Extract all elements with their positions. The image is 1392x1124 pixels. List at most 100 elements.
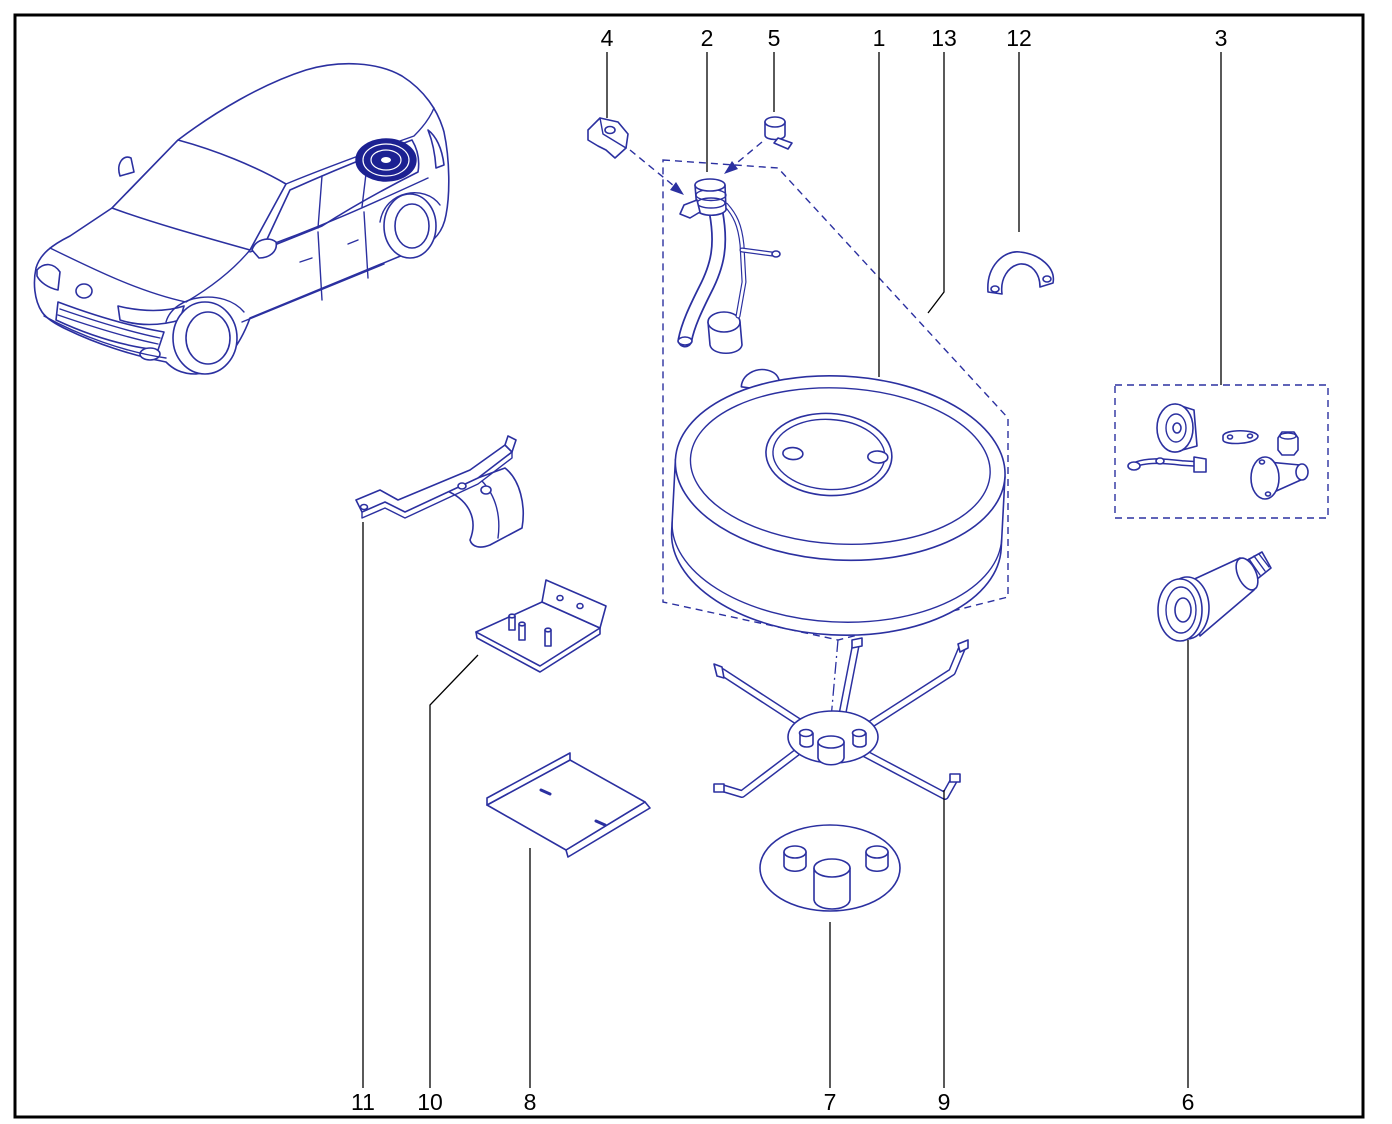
tank-seam [671, 520, 1003, 623]
spider-arm-foot [713, 783, 725, 793]
callout-label-top: 13 [931, 25, 957, 51]
spider-arm-inner [719, 747, 803, 797]
part-8-support-tray [486, 752, 651, 858]
car-roof-rail [285, 107, 435, 185]
part-10-mounting-plate [475, 579, 607, 673]
callout-label-bottom: 8 [524, 1089, 537, 1115]
spider-arm-foot [713, 663, 725, 679]
fitting-face-center [1174, 597, 1192, 623]
car-mirror-near [251, 238, 278, 259]
outlet-fitting-end [1295, 463, 1309, 481]
spider-hub-post-top [798, 728, 814, 738]
assembly-arrow-line-5 [731, 141, 763, 168]
car-b-pillar [317, 175, 323, 229]
sender-rod-loop [1155, 457, 1165, 465]
part-3-multivalve-kit [1114, 384, 1329, 519]
callout-label-bottom: 6 [1182, 1089, 1195, 1115]
outlet-flange-hole [1258, 459, 1266, 465]
car-rear-wheel-rim [394, 203, 430, 249]
car-door-line-rear [363, 211, 369, 279]
spider-arm-inner [839, 641, 859, 719]
clip-tab [773, 137, 793, 150]
callout-labels: 4 2 5 1 13 12 3 11 10 8 7 9 6 [351, 25, 1227, 1115]
tank-hub-port-left [782, 446, 804, 461]
plate-stud-top [544, 627, 552, 633]
part-1-toroidal-tank [670, 368, 1006, 637]
vent-branch-inner [740, 248, 774, 256]
disc-post-left-top [783, 845, 807, 859]
gasket-hole [1246, 433, 1254, 439]
tank-highlight-ring [362, 143, 410, 177]
callout-label-bottom: 10 [417, 1089, 443, 1115]
vehicle-overview-illustration [33, 63, 450, 375]
disc-boss [813, 867, 851, 910]
callout-label-bottom: 7 [824, 1089, 837, 1115]
tank-assembly-dashed-outline [662, 159, 1009, 641]
plate-flange [541, 579, 607, 629]
bracket-hole [457, 482, 467, 490]
fitting-thread [1248, 553, 1270, 576]
car-door-handle-front [299, 257, 313, 263]
u-bracket-body [987, 251, 1055, 295]
u-bracket-hole [1042, 275, 1052, 283]
multivalve-kit-dashed-box [1114, 384, 1329, 519]
car-grille-slat [59, 308, 161, 339]
car-bumper-line [43, 315, 167, 359]
bracket-hole [359, 503, 369, 511]
tank-top-rim [689, 387, 991, 546]
car-hood-edge [49, 247, 251, 303]
u-bracket-hole [990, 285, 1000, 293]
part-11-mounting-bracket [355, 435, 524, 548]
callout-label-bottom: 9 [938, 1089, 951, 1115]
part-2-filler-pipe [677, 178, 781, 355]
disc-boss-top [813, 858, 851, 878]
fitting-body-end [1235, 557, 1259, 591]
spider-hub-boss-top [817, 735, 845, 749]
callout-label-top: 12 [1006, 25, 1032, 51]
plate-stud-top [508, 613, 516, 619]
car-mirror-far [118, 156, 135, 177]
plate-flange-hole [576, 602, 584, 610]
vent-tube-inner [724, 203, 746, 318]
valve-face-ring [1165, 413, 1187, 443]
part-12-u-bracket [987, 251, 1055, 295]
spider-arm-inner [865, 645, 965, 729]
outlet-flange-hole [1264, 491, 1272, 497]
part-7-base-disc [759, 824, 901, 912]
sender-rod-loop [1127, 461, 1141, 471]
car-front-wheel-arch [165, 296, 245, 323]
plate-stud-top [518, 621, 526, 627]
leader-lines [362, 52, 1222, 1088]
tray-slot [539, 788, 552, 796]
bracket-end-flange [504, 435, 517, 453]
bracket-body [587, 117, 629, 159]
car-logo [75, 283, 93, 299]
car-highlighted-tank [355, 138, 417, 182]
car-fog-lamp [139, 347, 161, 361]
vent-fitting [771, 250, 781, 258]
car-tail-light [427, 129, 445, 169]
tray-slot [594, 819, 607, 827]
callout-label-top: 5 [768, 25, 781, 51]
spider-arm-inner [719, 669, 808, 729]
bracket-saddle-edge [481, 480, 500, 539]
part-9-spider-bracket [713, 637, 969, 800]
part-5-clip [764, 116, 793, 150]
spider-arm-inner [859, 749, 957, 799]
spider-arm-foot [851, 637, 863, 649]
callout-label-bottom: 11 [351, 1089, 375, 1115]
pipe-end [677, 336, 693, 346]
car-front-wheel-rim [185, 311, 231, 365]
car-door-handle-rear [347, 239, 359, 245]
fitting-face-ring [1165, 586, 1197, 634]
spider-arm-foot [957, 639, 969, 653]
part-4-bracket [587, 117, 629, 159]
assembly-arrowhead-5 [724, 161, 738, 174]
bracket-hole [480, 485, 492, 495]
clip-top [764, 116, 786, 128]
callout-label-top: 3 [1215, 25, 1228, 51]
car-door-line-front [317, 231, 323, 301]
plate-flange-hole [556, 594, 564, 602]
callout-label-top: 4 [601, 25, 614, 51]
